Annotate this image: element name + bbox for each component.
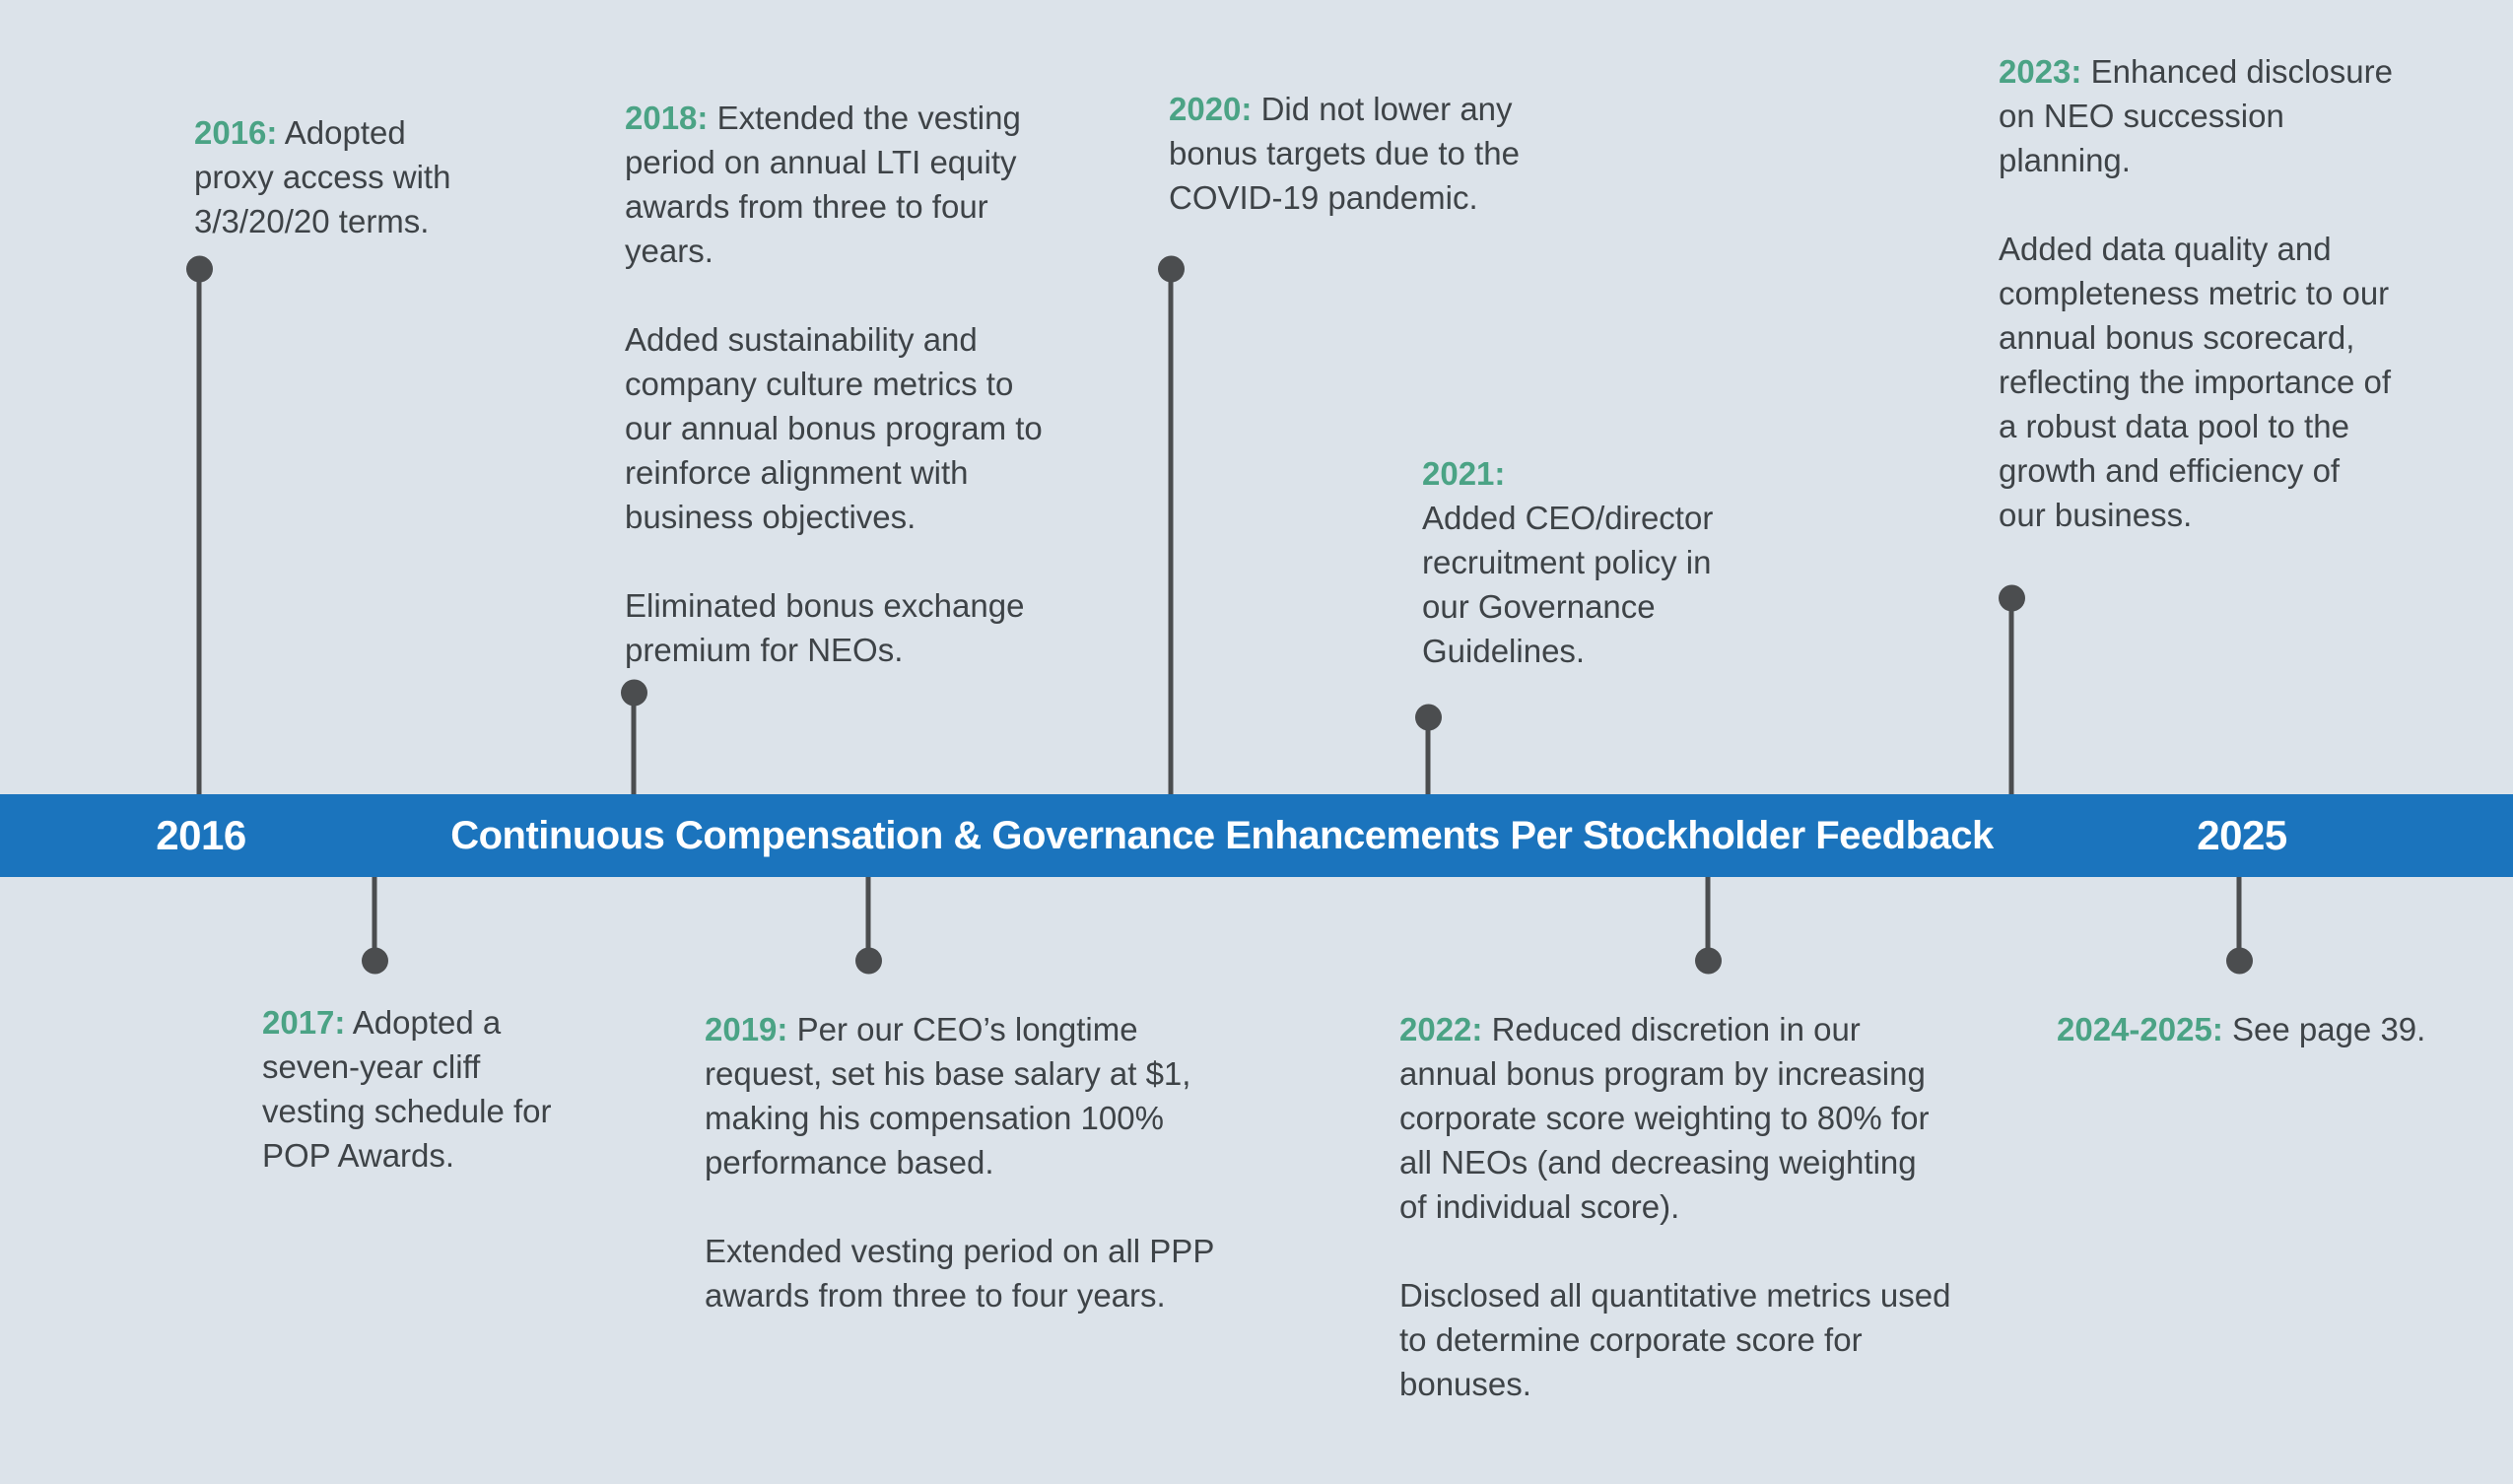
bar-title: Continuous Compensation & Governance Enh… xyxy=(450,814,1994,857)
event-text: 2017: Adopted a seven-year cliff vesting… xyxy=(262,1000,587,1178)
event-paragraph: Eliminated bonus exchange premium for NE… xyxy=(625,587,1025,668)
event-paragraph: Added data quality and completeness metr… xyxy=(1999,231,2392,533)
event-year-label: 2024-2025: xyxy=(2057,1011,2223,1047)
connector-2016 xyxy=(185,255,213,794)
connector-2020 xyxy=(1157,255,1185,794)
connector-2024-2025 xyxy=(2225,877,2253,975)
event-paragraph: Disclosed all quantitative metrics used … xyxy=(1399,1277,1951,1402)
event-text: 2016: Adopted proxy access with 3/3/20/2… xyxy=(194,110,462,243)
timeline-event-2024-2025: 2024-2025: See page 39. xyxy=(2057,1007,2510,1051)
timeline-event-2020: 2020: Did not lower any bonus targets du… xyxy=(1169,87,1563,220)
timeline-event-2023: 2023: Enhanced disclosure on NEO success… xyxy=(1999,49,2393,537)
event-year-label: 2022: xyxy=(1399,1011,1483,1047)
event-year-label: 2020: xyxy=(1169,91,1253,127)
event-year-label: 2019: xyxy=(705,1011,788,1047)
timeline-event-2021: 2021: Added CEO/director recruitment poli… xyxy=(1422,451,1752,673)
event-year-label: 2023: xyxy=(1999,53,2082,90)
event-year-label: 2018: xyxy=(625,100,709,136)
event-paragraph: Added sustainability and company culture… xyxy=(625,321,1043,535)
connector-2018 xyxy=(620,679,647,794)
event-paragraph: Adopted proxy access with 3/3/20/20 term… xyxy=(194,114,451,239)
event-paragraph: Did not lower any bonus targets due to t… xyxy=(1169,91,1520,216)
event-text: 2022: Reduced discretion in our annual b… xyxy=(1399,1007,1951,1229)
event-year-label: 2021: xyxy=(1422,455,1506,492)
connector-2022 xyxy=(1694,877,1722,975)
timeline-bar: 2016 Continuous Compensation & Governanc… xyxy=(0,794,2513,877)
event-paragraph: Added CEO/director recruitment policy in… xyxy=(1422,500,1714,669)
connector-dot-2016 xyxy=(185,255,213,283)
timeline-event-2017: 2017: Adopted a seven-year cliff vesting… xyxy=(262,1000,587,1178)
connector-dot-2024-2025 xyxy=(2225,947,2253,975)
event-text: 2023: Enhanced disclosure on NEO success… xyxy=(1999,49,2393,182)
timeline-event-2019: 2019: Per our CEO’s longtime request, se… xyxy=(705,1007,1245,1317)
connector-dot-2020 xyxy=(1157,255,1185,283)
event-text: 2019: Per our CEO’s longtime request, se… xyxy=(705,1007,1245,1184)
event-year-label: 2017: xyxy=(262,1004,346,1041)
event-year-label: 2016: xyxy=(194,114,278,151)
event-paragraph: Per our CEO’s longtime request, set his … xyxy=(705,1011,1191,1180)
event-paragraph: Adopted a seven-year cliff vesting sched… xyxy=(262,1004,552,1174)
connector-dot-2018 xyxy=(620,679,647,707)
connector-dot-2017 xyxy=(361,947,388,975)
bar-year-right: 2025 xyxy=(2197,812,2287,858)
event-text: 2021: Added CEO/director recruitment poli… xyxy=(1422,451,1752,673)
event-text: 2024-2025: See page 39. xyxy=(2057,1007,2510,1051)
connector-2023 xyxy=(1998,584,2025,794)
timeline-event-2022: 2022: Reduced discretion in our annual b… xyxy=(1399,1007,1951,1406)
connector-dot-2021 xyxy=(1414,704,1442,731)
connector-dot-2023 xyxy=(1998,584,2025,612)
connector-2019 xyxy=(854,877,882,975)
event-paragraph: Extended the vesting period on annual LT… xyxy=(625,100,1021,269)
connector-2021 xyxy=(1414,704,1442,794)
connector-2017 xyxy=(361,877,388,975)
event-text: 2020: Did not lower any bonus targets du… xyxy=(1169,87,1563,220)
event-text: 2018: Extended the vesting period on ann… xyxy=(625,96,1066,273)
event-paragraph: See page 39. xyxy=(2231,1011,2426,1047)
timeline-event-2018: 2018: Extended the vesting period on ann… xyxy=(625,96,1066,672)
event-paragraph: Reduced discretion in our annual bonus p… xyxy=(1399,1011,1930,1225)
timeline-event-2016: 2016: Adopted proxy access with 3/3/20/2… xyxy=(194,110,462,243)
event-paragraph: Enhanced disclosure on NEO succession pl… xyxy=(1999,53,2393,178)
connector-dot-2019 xyxy=(854,947,882,975)
event-paragraph: Extended vesting period on all PPP award… xyxy=(705,1233,1214,1314)
connector-dot-2022 xyxy=(1694,947,1722,975)
bar-year-left: 2016 xyxy=(156,812,246,858)
